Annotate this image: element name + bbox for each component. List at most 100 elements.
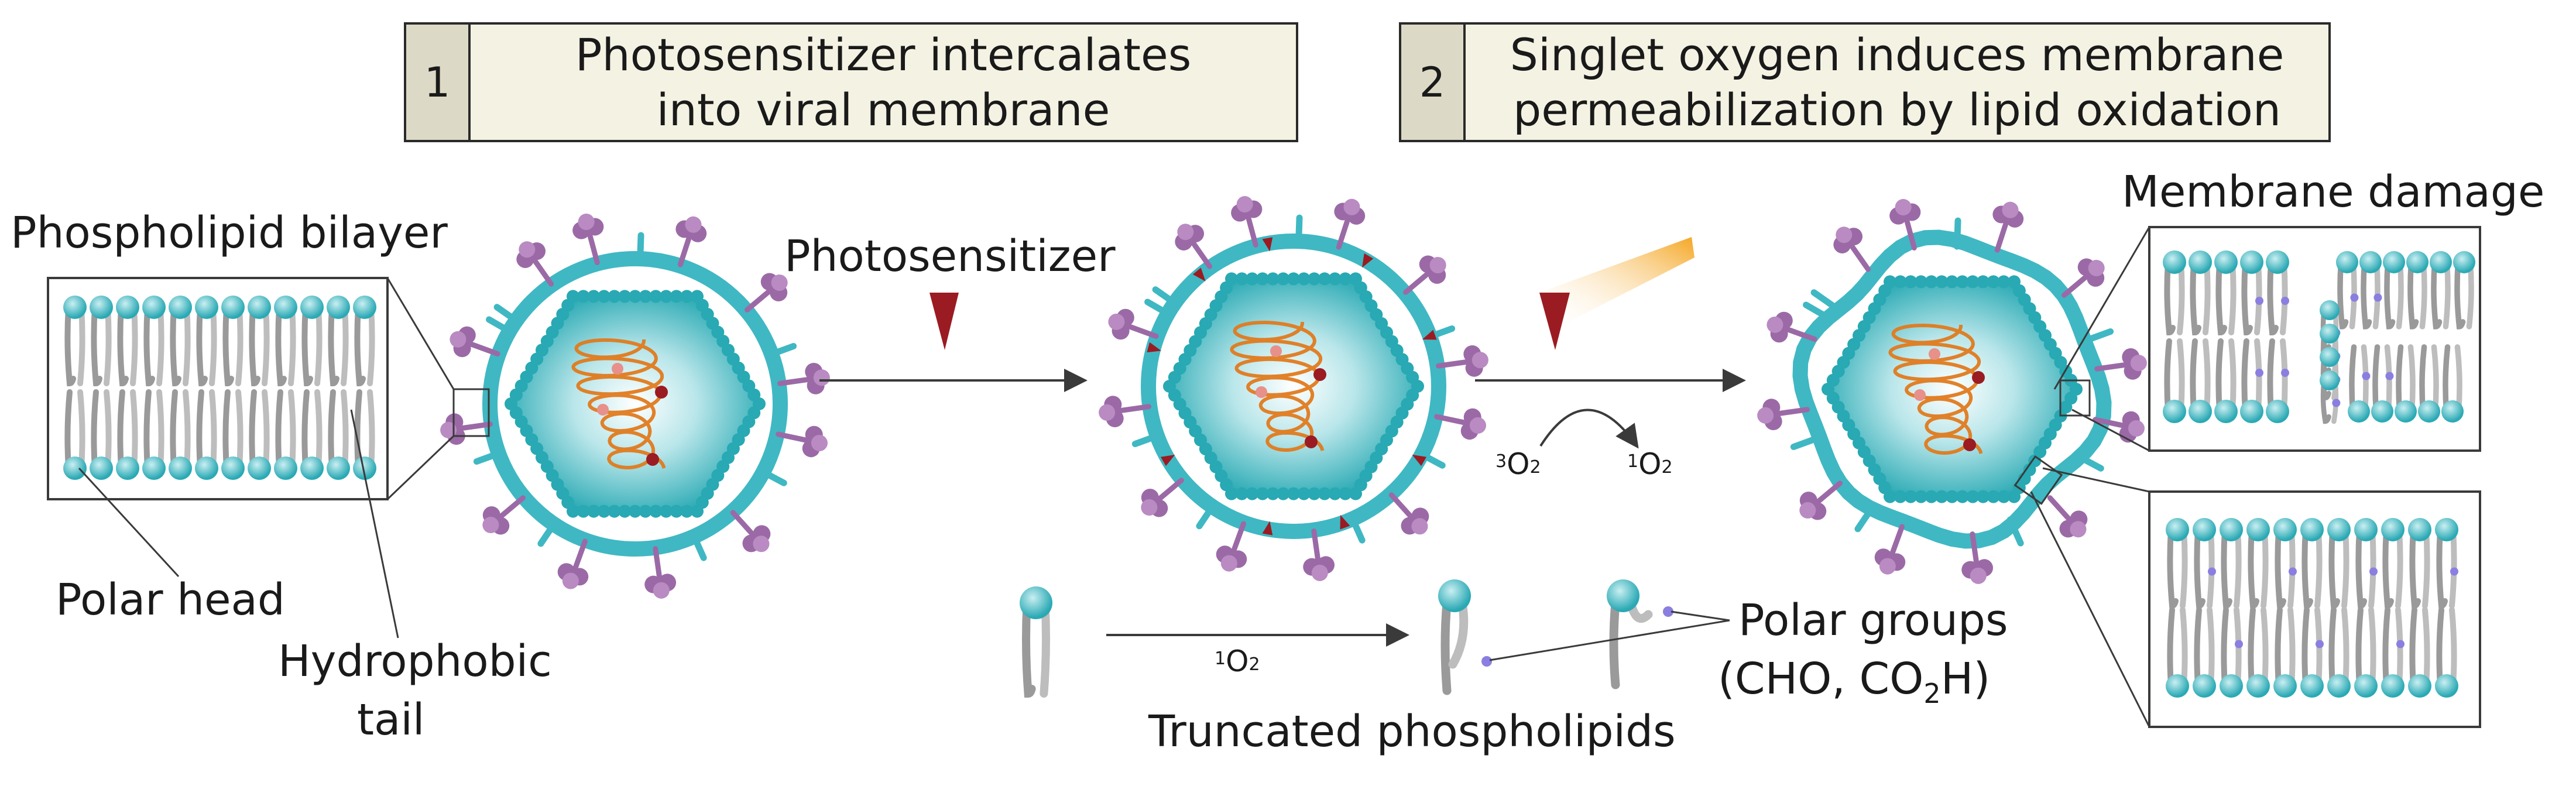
envelope-protein-stub — [757, 468, 787, 486]
capsomere — [1915, 490, 1927, 503]
zoom-source-box — [2059, 379, 2091, 417]
spike-protein — [1799, 480, 1843, 520]
spike-protein — [730, 510, 771, 552]
lipid-head — [2220, 674, 2243, 698]
envelope-protein-stub — [537, 519, 559, 547]
spike-protein — [675, 216, 707, 267]
phospholipid — [142, 389, 166, 480]
lipid-head — [142, 296, 166, 319]
phospholipid — [2193, 518, 2216, 609]
envelope-protein-stub — [1348, 513, 1366, 544]
phospholipid — [2220, 518, 2243, 609]
lipid-tail — [2241, 259, 2253, 336]
spike-lobe — [771, 274, 788, 291]
spike-lobe — [2130, 355, 2147, 372]
spike-stalk — [1189, 238, 1213, 269]
lipid-head — [2327, 674, 2351, 698]
phospholipid — [90, 296, 113, 387]
lipid-head — [2266, 400, 2289, 423]
phospholipid — [2240, 338, 2263, 423]
spike-lobe — [562, 572, 579, 589]
capsomere — [1925, 490, 1938, 503]
lipid-head — [2327, 518, 2351, 541]
spike-protein — [1403, 255, 1446, 295]
spike-lobe — [1141, 499, 1158, 516]
phospholipid — [2273, 518, 2297, 609]
lipid-head — [2214, 250, 2238, 274]
lipid-head — [2381, 674, 2405, 698]
spike-stalk — [653, 546, 663, 583]
capsomere — [1894, 490, 1907, 503]
phospholipid — [2193, 607, 2216, 698]
phospholipid — [353, 389, 376, 480]
capsomere — [1977, 275, 1990, 289]
capsomere — [577, 290, 590, 303]
spike-protein — [1099, 396, 1151, 428]
capsomere — [1406, 370, 1419, 384]
spike-stalk — [1154, 478, 1184, 503]
spike-lobe — [1343, 198, 1360, 215]
capsomere — [1977, 490, 1990, 503]
spike-stalk — [1336, 214, 1352, 250]
capsomere — [747, 388, 761, 401]
light-beam — [1539, 237, 1695, 328]
rna-dot — [612, 363, 623, 375]
oxidized-polar-group — [2373, 293, 2382, 302]
zoom-source-box — [2014, 455, 2063, 505]
spike-protein — [516, 241, 554, 287]
spike-stalk — [496, 495, 526, 521]
spike-protein — [1992, 201, 2024, 253]
capsomere — [1297, 272, 1311, 286]
spike-stalk — [1114, 404, 1151, 414]
lipid-head — [2354, 518, 2378, 541]
phospholipid-bilayer-label: Phospholipid bilayer — [11, 208, 448, 258]
oxidized-polar-group — [2350, 293, 2359, 302]
envelope-protein — [1854, 504, 1876, 533]
capsomere — [2008, 490, 2021, 503]
spike-protein — [1108, 308, 1159, 340]
photosensitizer-marker — [1422, 329, 1437, 340]
lipid-head — [2300, 518, 2324, 541]
lipid-head — [195, 457, 218, 480]
capsomere — [1925, 275, 1938, 289]
lipid-head — [327, 457, 350, 480]
spike-lobe — [1471, 352, 1488, 369]
rna-dot — [1270, 345, 1282, 357]
viral-rna — [1230, 320, 1325, 452]
photosensitizer-marker — [1192, 267, 1206, 282]
envelope-protein — [1131, 431, 1163, 448]
capsomere — [1915, 275, 1927, 289]
capsomere — [1318, 487, 1331, 500]
envelope-protein-stub — [766, 342, 797, 359]
envelope-protein-stub — [2006, 516, 2024, 547]
spike-lobe — [2002, 201, 2019, 218]
lipid-tail — [143, 304, 155, 387]
hydrophobic-tail-label-line2: tail — [357, 695, 425, 745]
spike-lobe — [482, 516, 499, 533]
spike-lobe — [450, 331, 467, 348]
phospholipid — [2406, 251, 2428, 329]
spike-stalk — [571, 538, 588, 574]
envelope-protein-stub — [1810, 289, 1838, 311]
phospholipid — [2336, 251, 2359, 329]
capsomere — [1956, 275, 1969, 289]
lipid-head — [2240, 400, 2263, 423]
capsomere — [1308, 487, 1321, 500]
envelope-protein — [1144, 298, 1174, 318]
spike-protein — [1334, 198, 1366, 250]
spike-stalk — [730, 510, 757, 539]
spike-protein — [1175, 224, 1213, 269]
phospholipid — [1020, 586, 1052, 698]
oxidized-polar-group — [2289, 567, 2297, 576]
capsomere — [660, 290, 673, 303]
truncated-phospholipid — [1607, 579, 1673, 689]
lipid-tail — [2194, 527, 2205, 609]
phospholipid — [300, 389, 324, 480]
lipid-head — [2240, 250, 2263, 274]
zoom-line — [2071, 409, 2150, 452]
phospholipid — [274, 389, 297, 480]
envelope-protein — [486, 316, 515, 336]
lipid-tail — [2384, 259, 2396, 329]
capsomere — [1349, 487, 1362, 500]
capsomere — [649, 504, 663, 518]
